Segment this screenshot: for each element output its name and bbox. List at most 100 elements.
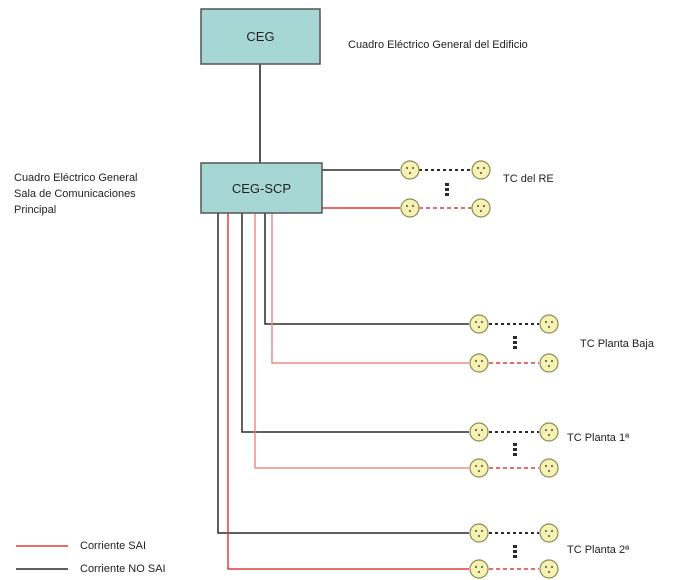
- socket-body: [539, 314, 559, 334]
- branch-label-planta-2: TC Planta 2ª: [567, 544, 630, 556]
- socket-pin: [544, 464, 548, 468]
- socket-pin: [479, 209, 483, 213]
- socket-icon: [539, 523, 559, 543]
- wiring: [217, 64, 469, 570]
- socket-body: [400, 198, 420, 218]
- socket-pin: [474, 320, 478, 324]
- p1-nosai-line: [241, 213, 469, 433]
- socket-pin: [480, 529, 484, 533]
- socket-icon: [469, 353, 489, 373]
- socket-pin: [479, 171, 483, 175]
- socket-body: [539, 353, 559, 373]
- socket-body: [400, 160, 420, 180]
- socket-pin: [550, 565, 554, 569]
- ceg-scp-box: [200, 162, 323, 214]
- socket-pin: [408, 209, 412, 213]
- p2-nosai-line: [217, 213, 469, 534]
- vertical-ellipsis-icon: [513, 336, 517, 349]
- socket-pin: [474, 565, 478, 569]
- ceg-scp-label: CEG-SCP: [231, 180, 292, 196]
- legend-nosai-label: Corriente NO SAI: [80, 563, 166, 575]
- socket-pin: [547, 325, 551, 329]
- socket-body: [469, 458, 489, 478]
- socket-pin: [550, 529, 554, 533]
- socket-pin: [544, 359, 548, 363]
- socket-pin: [477, 570, 481, 574]
- p1-sai-line: [254, 213, 469, 469]
- socket-pin: [474, 359, 478, 363]
- socket-body: [469, 559, 489, 579]
- socket-pin: [547, 364, 551, 368]
- socket-pin: [550, 464, 554, 468]
- socket-body: [469, 353, 489, 373]
- socket-icon: [469, 458, 489, 478]
- socket-pin: [547, 469, 551, 473]
- socket-pin: [480, 428, 484, 432]
- socket-body: [469, 523, 489, 543]
- pb-sai-line: [271, 213, 469, 364]
- socket-icon: [469, 523, 489, 543]
- socket-pin: [411, 166, 415, 170]
- socket-body: [539, 458, 559, 478]
- socket-pin: [547, 433, 551, 437]
- socket-body: [539, 422, 559, 442]
- vertical-ellipsis-icon: [445, 183, 449, 196]
- socket-pin: [550, 359, 554, 363]
- ceg-scp-caption-line-3: Principal: [14, 204, 57, 216]
- socket-icon: [471, 198, 491, 218]
- socket-pin: [544, 428, 548, 432]
- socket-icon: [400, 198, 420, 218]
- socket-body: [539, 523, 559, 543]
- socket-icon: [539, 559, 559, 579]
- socket-icon: [539, 353, 559, 373]
- socket-pin: [550, 320, 554, 324]
- ceg-box: [200, 8, 321, 65]
- socket-icon: [539, 422, 559, 442]
- socket-pin: [480, 565, 484, 569]
- socket-pin: [544, 565, 548, 569]
- socket-icon: [469, 314, 489, 334]
- socket-icon: [400, 160, 420, 180]
- socket-pin: [547, 534, 551, 538]
- socket-pin: [480, 359, 484, 363]
- socket-pin: [482, 204, 486, 208]
- socket-pin: [411, 204, 415, 208]
- socket-pin: [405, 166, 409, 170]
- branch-label-planta-baja: TC Planta Baja: [580, 338, 654, 350]
- socket-pin: [482, 166, 486, 170]
- socket-pin: [474, 428, 478, 432]
- socket-pin: [477, 469, 481, 473]
- vertical-ellipsis-icon: [513, 443, 517, 456]
- ellipsis-markers: [445, 183, 517, 558]
- socket-pin: [480, 464, 484, 468]
- vertical-ellipsis-icon: [513, 545, 517, 558]
- p2-sai-line: [227, 213, 469, 570]
- ceg-scp-caption-line-1: Cuadro Eléctrico General: [14, 172, 138, 184]
- socket-body: [469, 422, 489, 442]
- socket-pin: [477, 534, 481, 538]
- socket-pin: [476, 204, 480, 208]
- socket-pin: [474, 464, 478, 468]
- socket-pin: [547, 570, 551, 574]
- socket-links: [419, 169, 539, 570]
- socket-pin: [544, 320, 548, 324]
- socket-pin: [405, 204, 409, 208]
- socket-icon: [539, 458, 559, 478]
- ceg-label: CEG: [246, 29, 275, 44]
- socket-icon: [469, 422, 489, 442]
- pb-nosai-line: [264, 213, 469, 325]
- sockets: [400, 160, 559, 579]
- socket-icon: [539, 314, 559, 334]
- legend-sai-label: Corriente SAI: [80, 540, 147, 552]
- socket-pin: [476, 166, 480, 170]
- socket-pin: [474, 529, 478, 533]
- socket-pin: [477, 364, 481, 368]
- socket-pin: [550, 428, 554, 432]
- branch-label-re: TC del RE: [503, 173, 554, 185]
- socket-body: [471, 160, 491, 180]
- socket-pin: [480, 320, 484, 324]
- branch-label-planta-1: TC Planta 1ª: [567, 432, 630, 444]
- ceg-caption: Cuadro Eléctrico General del Edificio: [348, 39, 528, 51]
- socket-body: [471, 198, 491, 218]
